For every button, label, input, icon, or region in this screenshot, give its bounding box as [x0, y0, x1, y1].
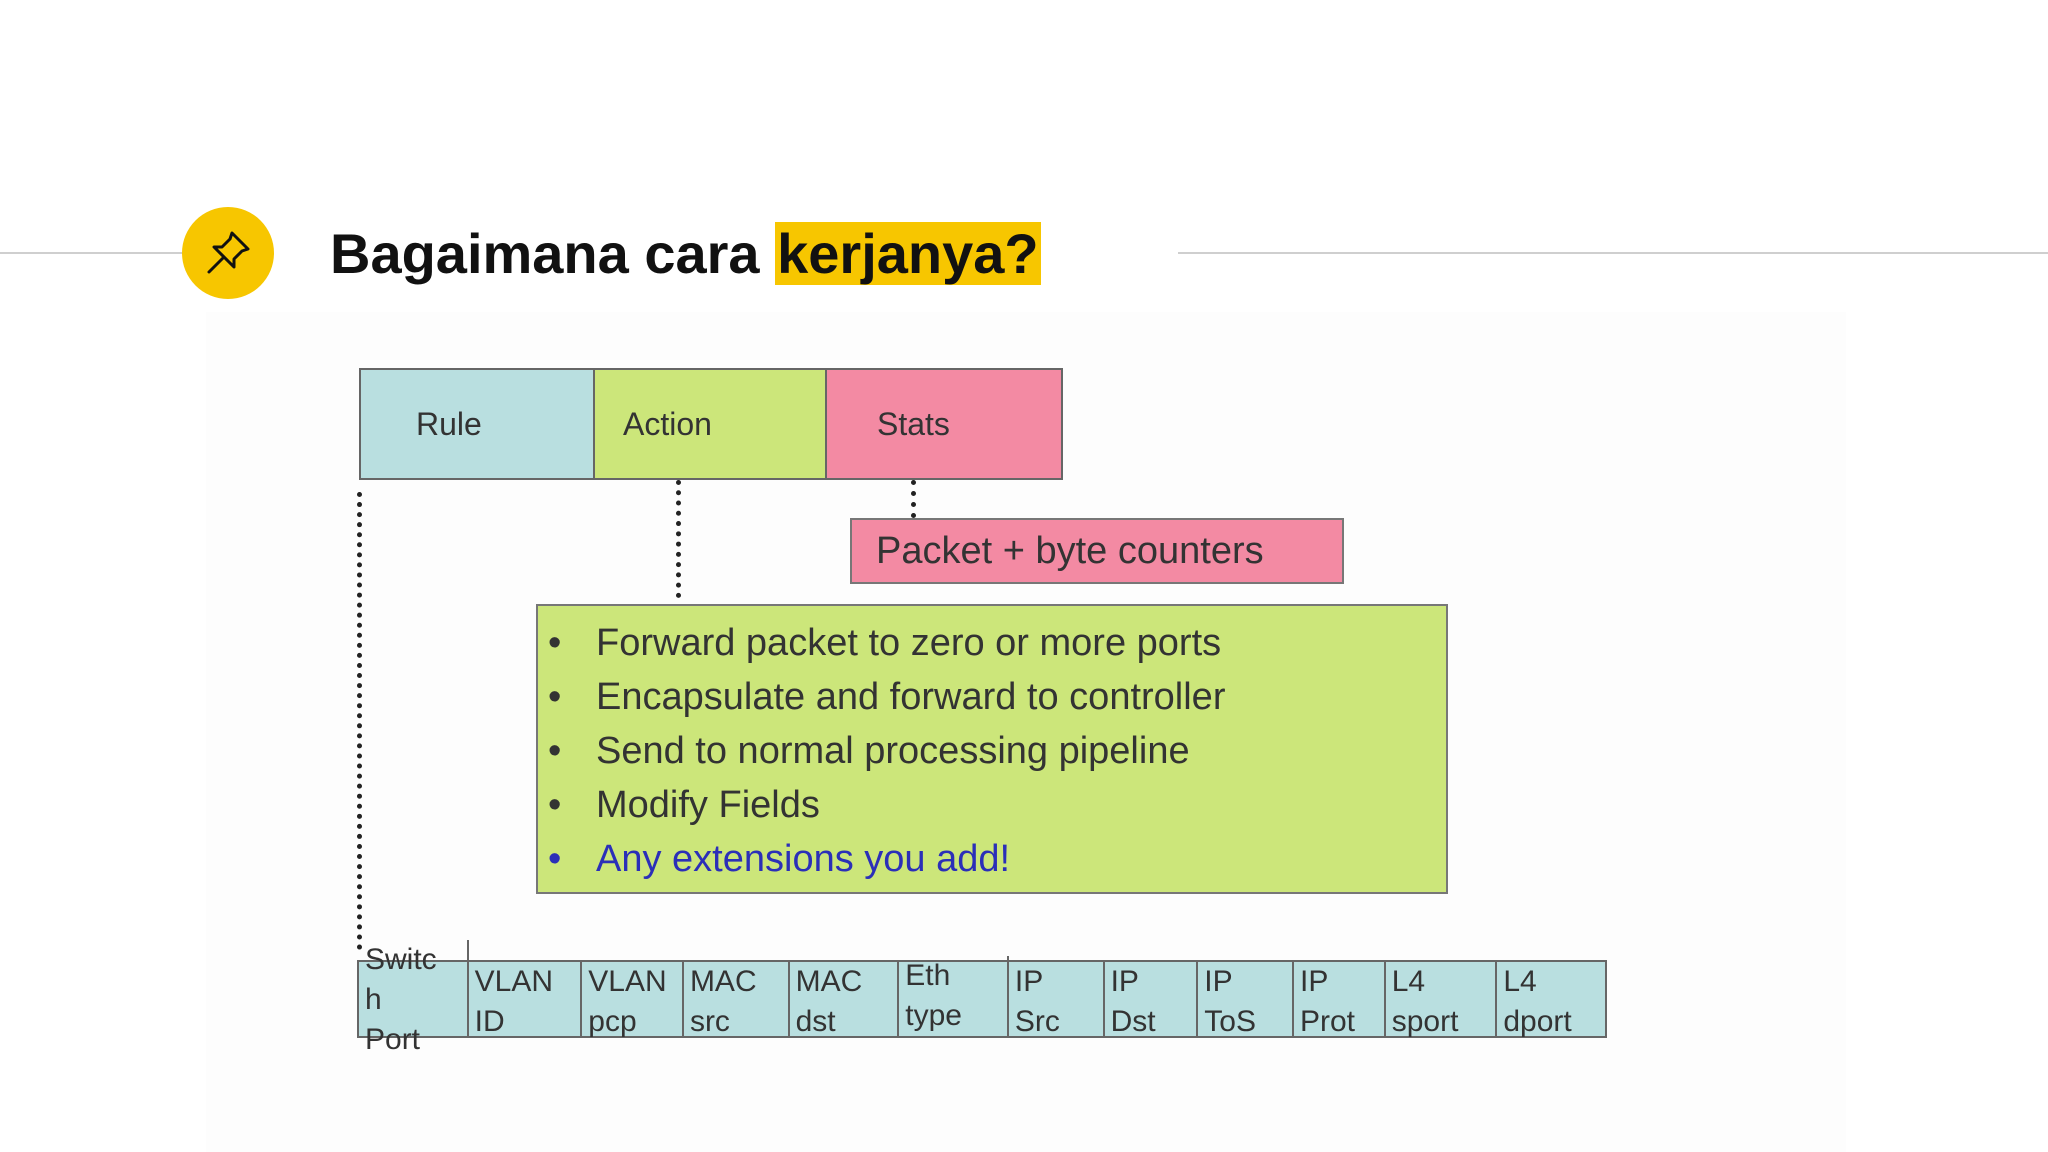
field-line: IP [1014, 965, 1044, 998]
field-line: type [905, 999, 962, 1032]
action-item: • Forward packet to zero or more ports [538, 616, 1446, 670]
field-line: IP [1204, 965, 1233, 998]
field-l4-dport: L4 dport [1497, 962, 1605, 1038]
bullet-icon: • [548, 676, 562, 718]
field-l4-sport: L4 sport [1386, 962, 1498, 1038]
action-list: • Forward packet to zero or more ports • E… [538, 616, 1446, 886]
page-title: Bagaimana cara kerjanya? [330, 218, 1041, 290]
field-line: src [689, 1005, 730, 1038]
bullet-icon: • [548, 622, 562, 664]
field-line: Dst [1110, 1005, 1156, 1038]
field-eth-type: Eth type [899, 956, 1009, 1036]
field-line: Eth [905, 959, 951, 992]
action-item-text: Forward packet to zero or more ports [596, 622, 1222, 664]
field-line: MAC [795, 965, 863, 998]
field-line: L4 [1391, 965, 1426, 998]
action-detail-box: • Forward packet to zero or more ports • E… [536, 604, 1448, 894]
field-line: Port [365, 1023, 421, 1056]
action-cell: Action [593, 368, 827, 480]
field-ip-src: IP Src [1009, 962, 1105, 1038]
stats-cell: Stats [825, 368, 1063, 480]
field-ip-prot: IP Prot [1294, 962, 1386, 1038]
action-item: • Send to normal processing pipeline [538, 724, 1446, 778]
field-vlan-id: VLAN ID [469, 962, 583, 1038]
title-highlight: kerjanya? [775, 222, 1041, 285]
field-line: h [365, 983, 382, 1016]
field-line: Switc [365, 943, 437, 976]
field-line: pcp [588, 1005, 637, 1038]
action-item: • Encapsulate and forward to controller [538, 670, 1446, 724]
field-line: dport [1503, 1005, 1572, 1038]
field-ip-tos: IP ToS [1198, 962, 1294, 1038]
field-ip-dst: IP Dst [1105, 962, 1199, 1038]
rule-connector [357, 492, 367, 950]
divider-line-left [0, 252, 182, 254]
bullet-icon: • [548, 838, 562, 880]
field-line: VLAN [588, 965, 667, 998]
field-vlan-pcp: VLAN pcp [582, 962, 684, 1038]
field-line: MAC [689, 965, 757, 998]
field-line: ToS [1204, 1005, 1256, 1038]
field-line: L4 [1503, 965, 1537, 998]
field-line: sport [1391, 1005, 1459, 1038]
action-item-text: Any extensions you add! [596, 838, 1011, 880]
rule-cell: Rule [359, 368, 595, 480]
field-line: IP [1299, 965, 1329, 998]
field-line: VLAN [474, 965, 554, 998]
action-item-text: Modify Fields [596, 784, 820, 826]
header-fields-row: Switc h Port VLAN ID VLAN pcp MAC src MA… [357, 940, 1607, 1056]
action-item-text: Encapsulate and forward to controller [596, 676, 1226, 718]
field-line: IP [1110, 965, 1139, 998]
field-line: Src [1014, 1005, 1060, 1038]
field-mac-dst: MAC dst [790, 962, 900, 1038]
field-line: dst [795, 1005, 836, 1038]
action-item-text: Send to normal processing pipeline [596, 730, 1190, 772]
title-text: Bagaimana cara [330, 222, 776, 285]
action-item-extension: • Any extensions you add! [538, 832, 1446, 886]
bullet-icon: • [548, 784, 562, 826]
field-line: ID [474, 1005, 505, 1038]
pushpin-icon [182, 207, 274, 299]
field-mac-src: MAC src [684, 962, 790, 1038]
stats-connector [911, 480, 921, 518]
divider-line-right [1178, 252, 2048, 254]
field-line: Prot [1299, 1005, 1356, 1038]
action-item: • Modify Fields [538, 778, 1446, 832]
bullet-icon: • [548, 730, 562, 772]
action-connector [676, 480, 686, 598]
stats-detail-box: Packet + byte counters [850, 518, 1344, 584]
field-switch-port: Switc h Port [359, 940, 469, 1056]
